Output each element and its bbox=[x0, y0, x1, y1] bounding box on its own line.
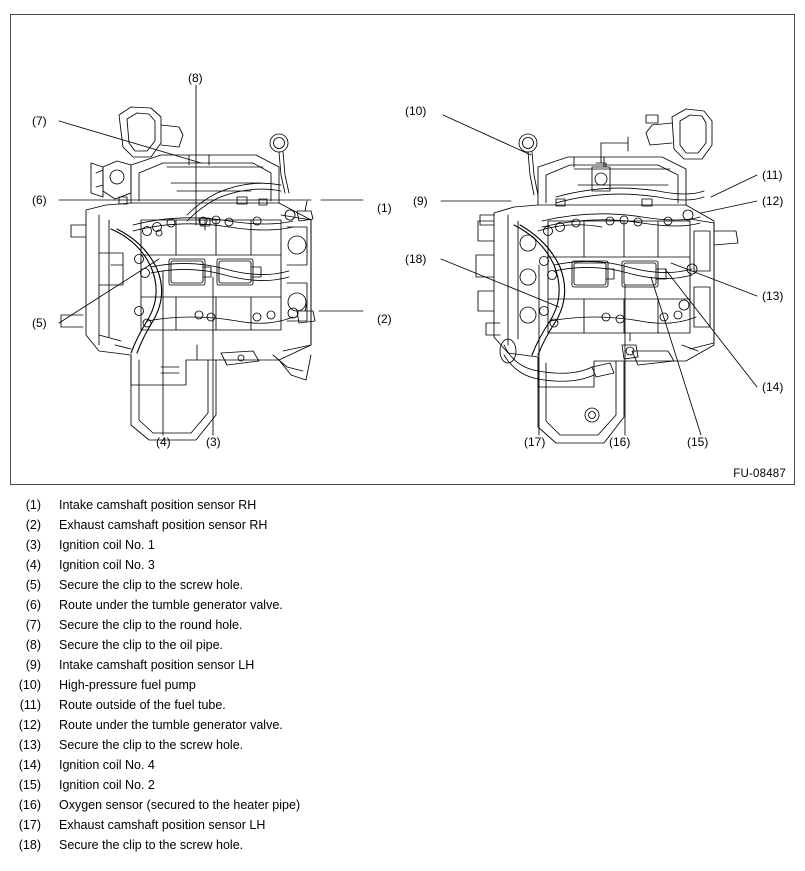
legend-item-number: (8) bbox=[25, 638, 41, 652]
legend-item: (16) Oxygen sensor (secured to the heate… bbox=[0, 795, 805, 815]
legend-item: (11) Route outside of the fuel tube. bbox=[0, 695, 805, 715]
callout-label-8: (8) bbox=[188, 71, 203, 85]
legend-item-text: Secure the clip to the screw hole. bbox=[59, 738, 244, 752]
callout-label-9: (9) bbox=[413, 194, 428, 208]
callout-label-10: (10) bbox=[405, 104, 427, 118]
legend-item-number: (13) bbox=[18, 738, 41, 752]
legend-item-text: Ignition coil No. 1 bbox=[59, 538, 155, 552]
legend-item: (7) Secure the clip to the round hole. bbox=[0, 615, 805, 635]
left-hand-engine-drawing bbox=[475, 108, 739, 444]
legend-item-text: Exhaust camshaft position sensor RH bbox=[59, 518, 268, 532]
legend-item-number: (7) bbox=[25, 618, 41, 632]
legend-item-number: (16) bbox=[18, 798, 41, 812]
callout-label-11: (11) bbox=[762, 168, 783, 182]
legend-list: (1) Intake camshaft position sensor RH (… bbox=[0, 495, 805, 855]
legend-item: (13) Secure the clip to the screw hole. bbox=[0, 735, 805, 755]
legend-item-text: Secure the clip to the round hole. bbox=[59, 618, 243, 632]
legend-item: (18) Secure the clip to the screw hole. bbox=[0, 835, 805, 855]
figure-frame: (1) (2) (3) (4) (5) (6) (7) (8) (9) (10)… bbox=[10, 14, 795, 485]
legend-item: (17) Exhaust camshaft position sensor LH bbox=[0, 815, 805, 835]
callout-label-7: (7) bbox=[32, 114, 47, 128]
callout-label-15: (15) bbox=[687, 435, 709, 449]
callout-label-5: (5) bbox=[32, 316, 47, 330]
legend-item-number: (14) bbox=[18, 758, 41, 772]
legend-item-text: Intake camshaft position sensor RH bbox=[59, 498, 257, 512]
legend-item-number: (9) bbox=[25, 658, 41, 672]
left-view-leader-lines bbox=[58, 84, 364, 436]
legend-item-number: (18) bbox=[18, 838, 41, 852]
callout-label-4: (4) bbox=[156, 435, 171, 449]
callout-label-6: (6) bbox=[32, 193, 47, 207]
callout-label-18: (18) bbox=[405, 252, 427, 266]
figure-code: FU-08487 bbox=[733, 468, 786, 480]
legend-item: (12) Route under the tumble generator va… bbox=[0, 715, 805, 735]
legend-item-text: Secure the clip to the screw hole. bbox=[59, 578, 244, 592]
callout-label-14: (14) bbox=[762, 380, 784, 394]
legend-item: (3) Ignition coil No. 1 bbox=[0, 535, 805, 555]
legend-item: (9) Intake camshaft position sensor LH bbox=[0, 655, 805, 675]
callout-label-16: (16) bbox=[609, 435, 631, 449]
legend-item-number: (12) bbox=[18, 718, 41, 732]
legend-item-number: (6) bbox=[25, 598, 41, 612]
legend-item-text: Route under the tumble generator valve. bbox=[59, 718, 283, 732]
callout-label-1: (1) bbox=[377, 201, 392, 215]
legend-item: (15) Ignition coil No. 2 bbox=[0, 775, 805, 795]
callout-label-3: (3) bbox=[206, 435, 221, 449]
legend-item: (10) High-pressure fuel pump bbox=[0, 675, 805, 695]
legend-item-number: (3) bbox=[25, 538, 41, 552]
legend-item-text: Oxygen sensor (secured to the heater pip… bbox=[59, 798, 301, 812]
legend-item: (6) Route under the tumble generator val… bbox=[0, 595, 805, 615]
legend-item-text: Secure the clip to the screw hole. bbox=[59, 838, 244, 852]
legend-item-number: (10) bbox=[18, 678, 41, 692]
legend-item-text: Route outside of the fuel tube. bbox=[59, 698, 226, 712]
callout-label-13: (13) bbox=[762, 289, 784, 303]
legend-item-text: Intake camshaft position sensor LH bbox=[59, 658, 255, 672]
right-view-leader-lines bbox=[440, 114, 758, 436]
legend-item-number: (17) bbox=[18, 818, 41, 832]
legend-item-text: Secure the clip to the oil pipe. bbox=[59, 638, 223, 652]
callout-label-12: (12) bbox=[762, 194, 784, 208]
right-hand-engine-drawing bbox=[60, 106, 316, 441]
legend-item-text: Ignition coil No. 2 bbox=[59, 778, 155, 792]
legend-item-text: Ignition coil No. 4 bbox=[59, 758, 155, 772]
legend-item-text: Route under the tumble generator valve. bbox=[59, 598, 283, 612]
legend-item: (8) Secure the clip to the oil pipe. bbox=[0, 635, 805, 655]
engine-routing-illustration bbox=[58, 84, 758, 444]
legend-item-number: (11) bbox=[19, 698, 41, 712]
legend-item-number: (1) bbox=[25, 498, 41, 512]
legend-item-number: (4) bbox=[25, 558, 41, 572]
legend-item-number: (5) bbox=[25, 578, 41, 592]
callout-label-2: (2) bbox=[377, 312, 392, 326]
legend-item: (4) Ignition coil No. 3 bbox=[0, 555, 805, 575]
callout-label-17: (17) bbox=[524, 435, 546, 449]
legend-item: (2) Exhaust camshaft position sensor RH bbox=[0, 515, 805, 535]
legend-item-text: Exhaust camshaft position sensor LH bbox=[59, 818, 266, 832]
legend-item-text: High-pressure fuel pump bbox=[59, 678, 196, 692]
legend-item-number: (2) bbox=[25, 518, 41, 532]
legend-item-text: Ignition coil No. 3 bbox=[59, 558, 155, 572]
legend-item: (1) Intake camshaft position sensor RH bbox=[0, 495, 805, 515]
legend-item: (14) Ignition coil No. 4 bbox=[0, 755, 805, 775]
legend-item: (5) Secure the clip to the screw hole. bbox=[0, 575, 805, 595]
legend-item-number: (15) bbox=[18, 778, 41, 792]
